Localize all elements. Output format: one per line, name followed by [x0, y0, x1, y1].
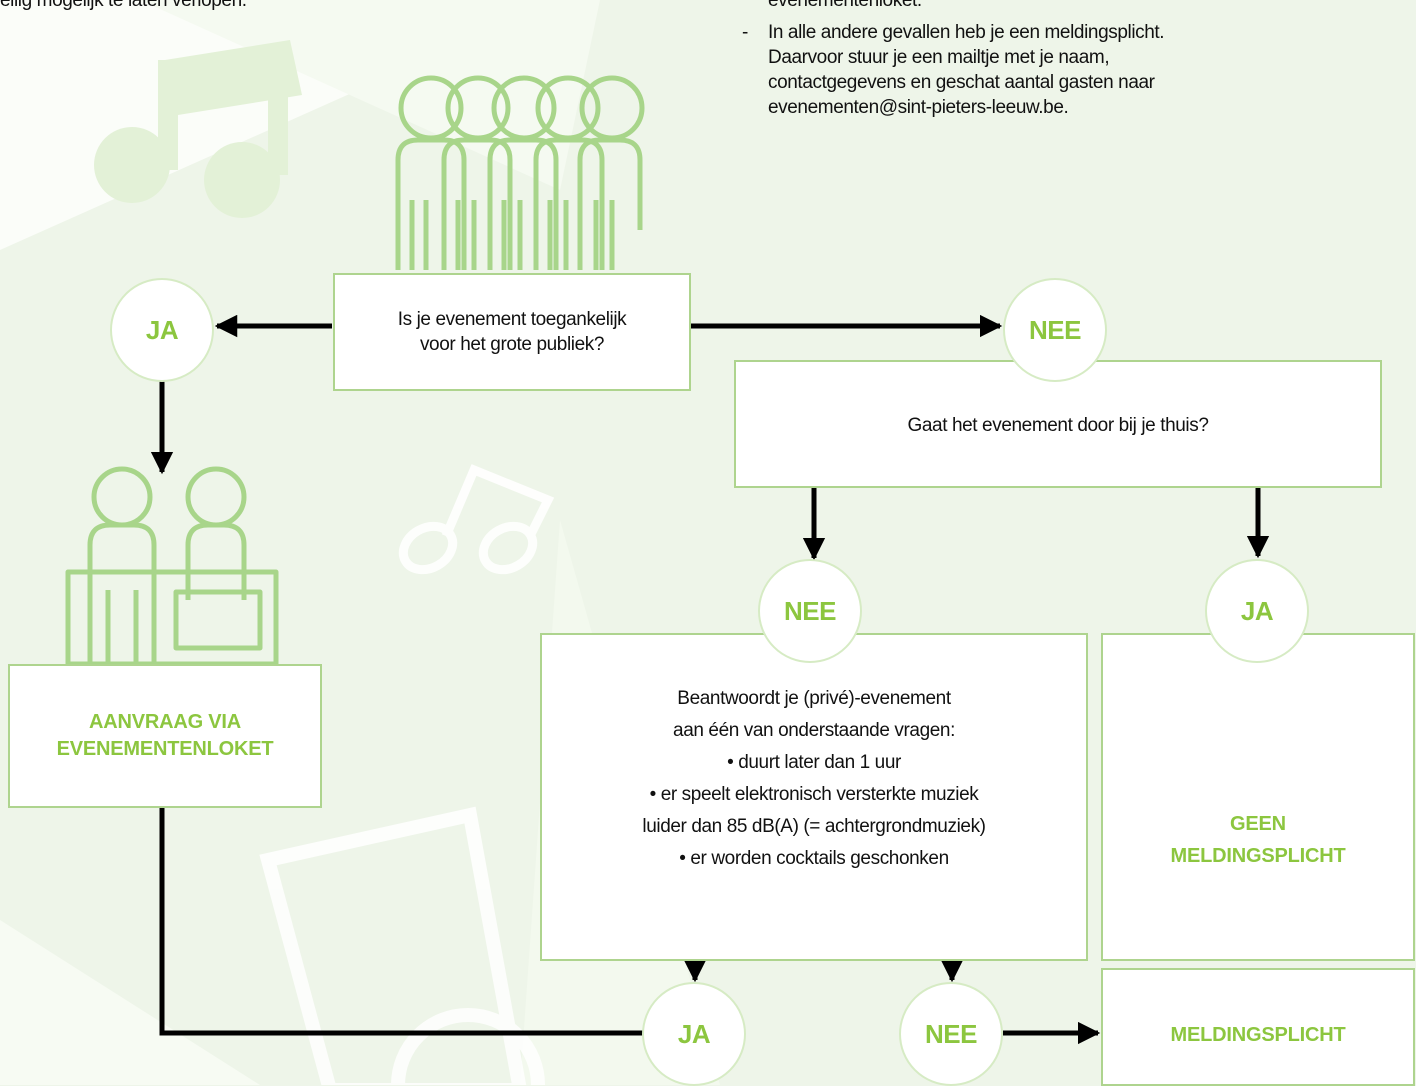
meldingsplicht-text: MELDINGSPLICHT: [1170, 1024, 1346, 1046]
intro-text-fragment: eilig mogelijk te laten verlopen.: [0, 0, 247, 11]
question-private-box: Beantwoordt je (privé)-evenement aan één…: [540, 633, 1088, 961]
question-private-line: • er speelt elektronisch versterkte muzi…: [649, 784, 979, 805]
question-public-box: Is je evenement toegankelijk voor het gr…: [333, 273, 691, 391]
rule-line: evenementen@sint-pieters-leeuw.be.: [768, 97, 1069, 118]
music-note-icon: [398, 464, 555, 575]
music-note-icon: [94, 40, 302, 218]
rule-item-2: - In alle andere gevallen heb je een mel…: [734, 20, 1334, 120]
question-public-line: Is je evenement toegankelijk: [397, 309, 627, 330]
bubble-ja-bottom: JA: [642, 982, 746, 1086]
arrow-back-to-aanvraag: [150, 751, 643, 1036]
bubble-nee-bottom: NEE: [899, 982, 1003, 1086]
question-private-line: • er worden cocktails geschonken: [679, 848, 949, 869]
rule-line: In alle andere gevallen heb je een meldi…: [768, 22, 1165, 43]
rule-line-1: evenementenloket.: [768, 0, 922, 11]
bubble-nee-right: NEE: [1003, 278, 1107, 382]
question-private-line: luider dan 85 dB(A) (= achtergrondmuziek…: [642, 816, 986, 837]
question-private-line: Beantwoordt je (privé)-evenement: [677, 688, 951, 709]
question-home-text: Gaat het evenement door bij je thuis?: [907, 415, 1209, 436]
geen-line: MELDINGSPLICHT: [1170, 845, 1346, 867]
question-private-line: aan één van onderstaande vragen:: [673, 720, 955, 741]
geen-meldingsplicht-box: GEEN MELDINGSPLICHT: [1101, 633, 1415, 961]
meldingsplicht-box: MELDINGSPLICHT: [1101, 968, 1415, 1086]
question-public-line: voor het grote publiek?: [419, 334, 605, 355]
question-private-line: • duurt later dan 1 uur: [727, 752, 901, 773]
bubble-ja-left: JA: [110, 278, 214, 382]
aanvraag-line: EVENEMENTENLOKET: [56, 738, 274, 760]
glass-icon: [259, 806, 545, 1085]
rule-bullet: -: [742, 22, 748, 43]
bubble-nee-mid: NEE: [758, 559, 862, 663]
aanvraag-box: AANVRAAG VIA EVENEMENTENLOKET: [8, 664, 322, 808]
bubble-ja-right: JA: [1205, 559, 1309, 663]
rule-line: contactgegevens en geschat aantal gasten…: [768, 72, 1155, 93]
rule-line: Daarvoor stuur je een mailtje met je naa…: [768, 47, 1110, 68]
geen-line: GEEN: [1230, 813, 1286, 835]
rules-list: - In alle andere gevallen heb je een mel…: [734, 20, 1334, 120]
aanvraag-line: AANVRAAG VIA: [88, 711, 242, 733]
